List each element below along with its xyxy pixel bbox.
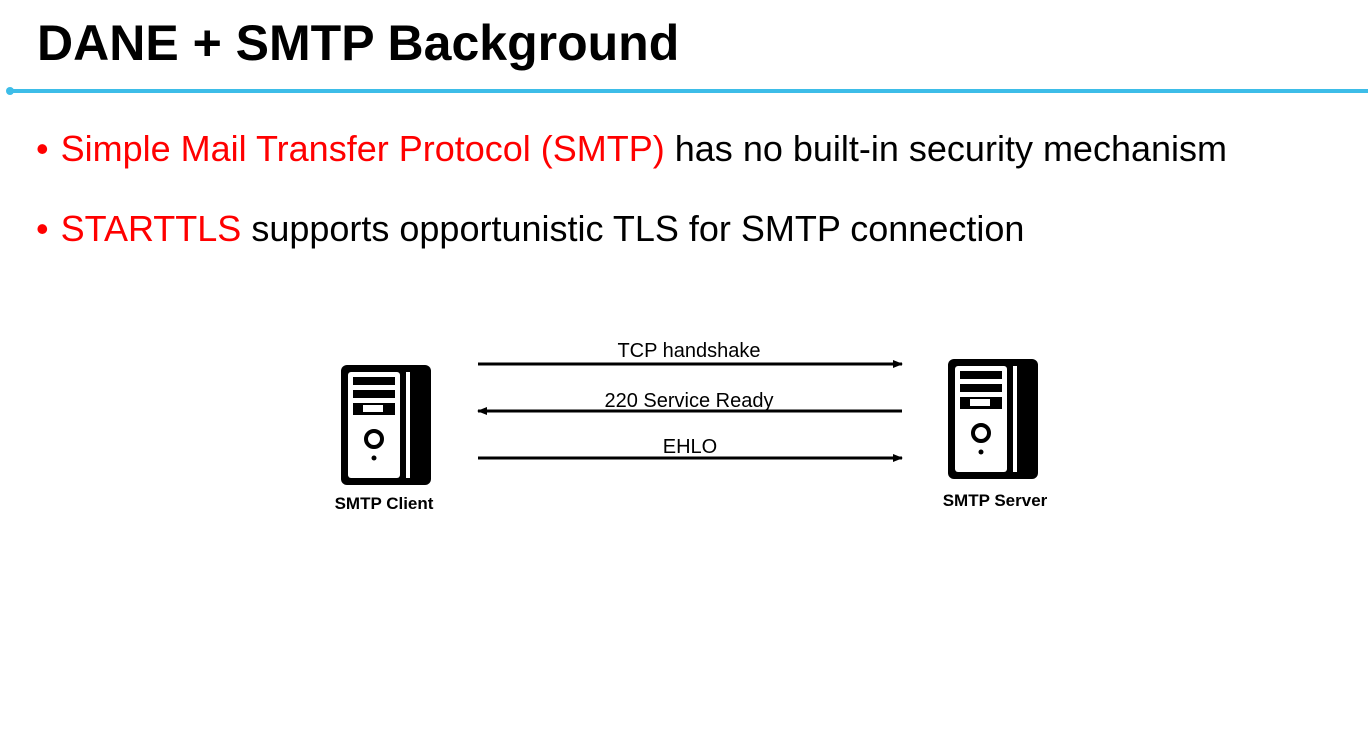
bullet-item-2: • STARTTLS supports opportunistic TLS for… (36, 208, 1024, 250)
server-tower-icon (341, 365, 431, 485)
bullet-marker: • (36, 128, 49, 169)
title-divider-endpoint (6, 87, 14, 95)
slide-title: DANE + SMTP Background (37, 15, 680, 71)
bullet-highlight: STARTTLS (60, 208, 242, 249)
bullet-highlight: Simple Mail Transfer Protocol (SMTP) (60, 128, 665, 169)
title-divider (10, 89, 1368, 93)
message-label-2: 220 Service Ready (605, 390, 774, 412)
node-label-client: SMTP Client (335, 494, 434, 513)
message-label-3: EHLO (663, 436, 717, 458)
bullet-item-1: • Simple Mail Transfer Protocol (SMTP) ha… (36, 128, 1227, 170)
server-tower-icon (948, 359, 1038, 479)
bullet-text: supports opportunistic TLS for SMTP conn… (241, 208, 1025, 249)
bullet-text: has no built-in security mechanism (664, 128, 1228, 169)
bullet-marker: • (36, 208, 49, 249)
message-label-1: TCP handshake (617, 340, 760, 362)
node-label-server: SMTP Server (943, 491, 1048, 510)
